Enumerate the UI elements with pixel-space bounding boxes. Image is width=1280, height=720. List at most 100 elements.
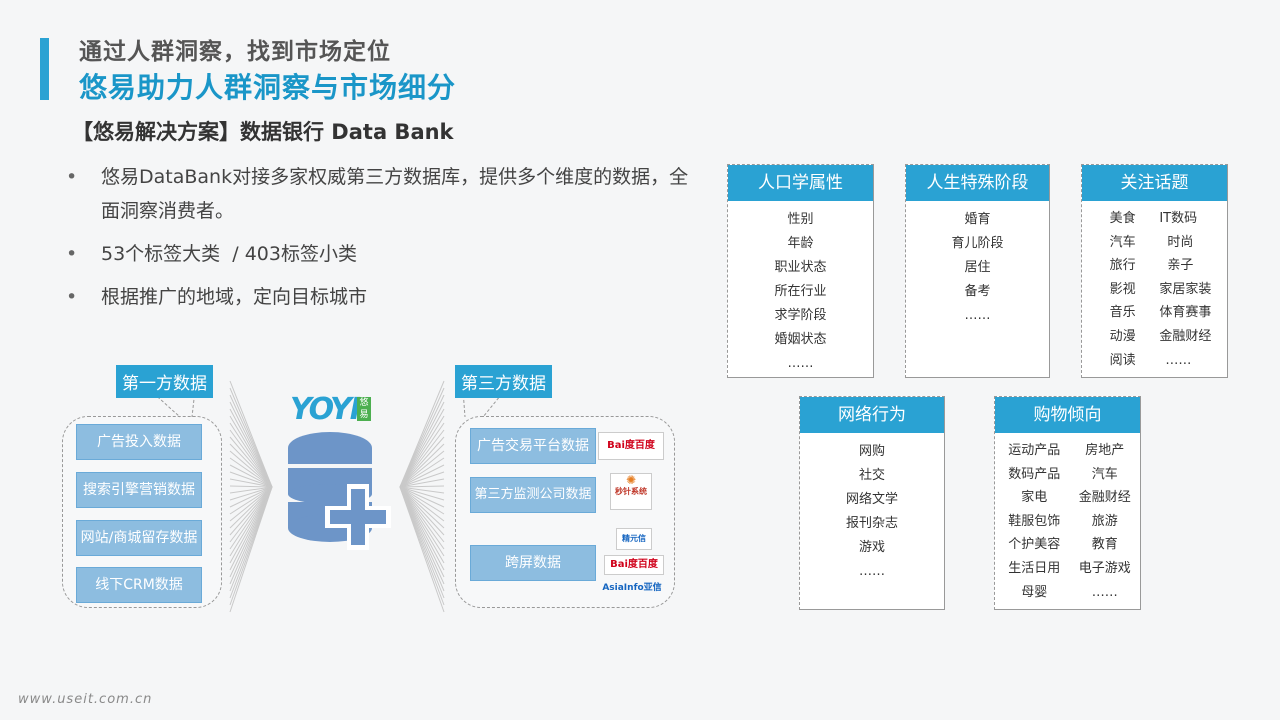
category-title: 购物倾向: [995, 397, 1140, 433]
third-party-caption: 第三方数据: [455, 365, 552, 398]
category-title: 人生特殊阶段: [906, 165, 1049, 201]
ray-line: [229, 457, 273, 488]
ray-line: [229, 422, 273, 488]
category-item: 阅读: [1109, 352, 1136, 368]
category-item: 网购: [858, 444, 885, 459]
category-item: 居住: [964, 260, 991, 275]
category-item: 婚育: [964, 212, 991, 227]
category-item: 旅行: [1109, 258, 1136, 274]
bullet-item: •根据推广的地域，定向目标城市: [66, 280, 706, 314]
ray-line: [229, 478, 273, 488]
first-party-item[interactable]: 搜索引擎营销数据: [76, 472, 202, 508]
category-item: 婚姻状态: [774, 332, 827, 347]
category-item: 房地产: [1085, 443, 1125, 458]
ray-line: [399, 415, 445, 488]
ray-line: [399, 401, 445, 488]
category-card-topics: 关注话题 美食 汽车 旅行 影视 音乐 动漫 阅读 IT数码 时尚 亲子 家居家…: [1081, 164, 1228, 378]
ray-line: [229, 394, 273, 488]
cntv-logo: 精元信: [616, 528, 652, 550]
ray-line: [399, 436, 445, 488]
first-party-item[interactable]: 广告投入数据: [76, 424, 202, 460]
ray-line: [399, 486, 445, 501]
ray-line: [229, 486, 273, 543]
ray-line: [399, 486, 445, 522]
category-card-shopping: 购物倾向 运动产品 数码产品 家电 鞋服包饰 个护美容 生活日用 母婴 房地产 …: [994, 396, 1141, 610]
ray-line: [229, 443, 273, 488]
ray-line: [399, 478, 445, 488]
solution-title: 【悠易解决方案】数据银行 Data Bank: [72, 120, 454, 144]
category-item: 求学阶段: [774, 308, 827, 323]
category-item: 音乐: [1109, 305, 1136, 321]
category-title: 关注话题: [1082, 165, 1227, 201]
category-item: 个护美容: [1008, 537, 1061, 553]
category-item: 运动产品: [1008, 443, 1061, 458]
first-party-item[interactable]: 线下CRM数据: [76, 567, 202, 603]
ray-line: [399, 486, 445, 550]
miaozhen-logo: ✺ 秒针系统: [610, 473, 652, 510]
ray-line: [229, 408, 273, 488]
sunburst-icon: ✺: [625, 473, 637, 487]
category-item: ……: [787, 356, 814, 371]
category-item: 汽车: [1091, 466, 1118, 482]
category-items: 运动产品 数码产品 家电 鞋服包饰 个护美容 生活日用 母婴 房地产 汽车 金融…: [995, 433, 1140, 604]
ray-line: [229, 429, 273, 488]
ray-line: [399, 486, 445, 494]
category-item: 电子游戏: [1078, 560, 1131, 576]
category-items: 婚育 育儿阶段 居住 备考 ……: [906, 201, 1049, 328]
category-item: 汽车: [1109, 234, 1136, 250]
category-items: 网购 社交 网络文学 报刊杂志 游戏 ……: [800, 433, 944, 584]
ray-line: [229, 486, 273, 515]
baidu-logo: Bai度百度: [604, 555, 664, 575]
ray-line: [399, 408, 445, 488]
category-item: 金融财经: [1078, 490, 1131, 506]
ray-line: [229, 486, 273, 564]
category-item: 母婴: [1021, 584, 1048, 600]
third-party-item[interactable]: 第三方监测公司数据: [470, 477, 596, 513]
category-item: 社交: [858, 468, 885, 483]
first-party-item[interactable]: 网站/商城留存数据: [76, 520, 202, 556]
category-item: 备考: [964, 284, 991, 299]
miaozhen-logo-text: 秒针系统: [615, 487, 647, 496]
category-item: 家居家装: [1159, 281, 1212, 297]
category-column-left: 运动产品 数码产品 家电 鞋服包饰 个护美容 生活日用 母婴: [995, 439, 1070, 604]
category-item: 网络文学: [845, 492, 898, 507]
category-column-right: 房地产 汽车 金融财经 旅游 教育 电子游戏 ……: [1070, 439, 1141, 604]
ray-line: [229, 436, 273, 488]
category-item: 鞋服包饰: [1008, 513, 1061, 529]
category-item: 报刊杂志: [845, 516, 898, 531]
category-item: 旅游: [1091, 513, 1118, 529]
ray-line: [399, 486, 445, 529]
ray-line: [399, 422, 445, 488]
category-item: 游戏: [858, 540, 885, 555]
bullet-item: •悠易DataBank对接多家权威第三方数据库，提供多个维度的数据，全面洞察消费…: [66, 160, 706, 228]
third-party-item[interactable]: 广告交易平台数据: [470, 428, 596, 464]
category-column-left: 美食 汽车 旅行 影视 音乐 动漫 阅读: [1082, 207, 1159, 372]
bullet-list: •悠易DataBank对接多家权威第三方数据库，提供多个维度的数据，全面洞察消费…: [66, 160, 706, 323]
category-item: 教育: [1091, 537, 1118, 553]
category-item: 数码产品: [1008, 466, 1061, 482]
category-item: 育儿阶段: [951, 236, 1004, 251]
category-title: 人口学属性: [728, 165, 873, 201]
bullet-item: •53个标签大类 / 403标签小类: [66, 237, 706, 271]
ray-line: [399, 387, 445, 488]
ray-line: [399, 394, 445, 488]
ray-line: [229, 485, 273, 488]
watermark: www.useit.com.cn: [18, 692, 153, 707]
third-party-item[interactable]: 跨屏数据: [470, 545, 596, 581]
category-item: 金融财经: [1159, 328, 1212, 344]
category-item: IT数码: [1159, 211, 1198, 226]
category-item: 生活日用: [1008, 560, 1061, 576]
ray-line: [229, 486, 273, 522]
category-card-demographics: 人口学属性 性别 年龄 职业状态 所在行业 求学阶段 婚姻状态 ……: [727, 164, 874, 378]
category-item: ……: [1091, 584, 1118, 600]
category-item: 年龄: [787, 236, 814, 251]
ray-line: [399, 486, 445, 557]
category-item: 美食: [1109, 211, 1136, 226]
category-item: 职业状态: [774, 260, 827, 275]
page-title: 悠易助力人群洞察与市场细分: [79, 71, 457, 104]
ray-line: [399, 486, 445, 571]
ray-line: [229, 401, 273, 488]
ray-line: [229, 450, 273, 488]
ray-line: [399, 486, 445, 543]
ray-line: [399, 486, 445, 515]
